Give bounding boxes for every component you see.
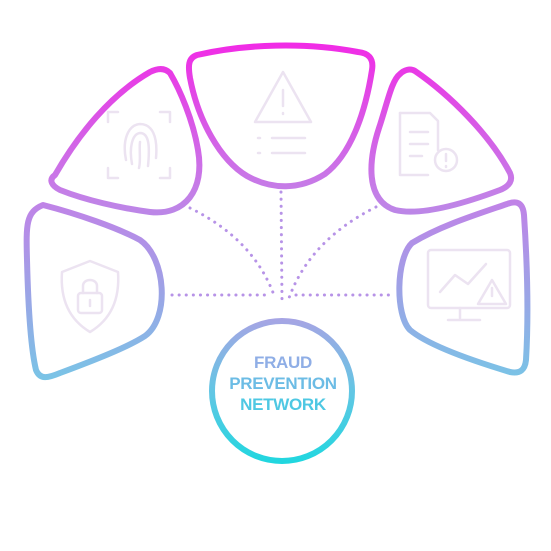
- monitor-chart-alert-icon: [426, 248, 512, 322]
- segment-security[interactable]: [23, 202, 165, 381]
- segment-alert[interactable]: [185, 42, 376, 190]
- hub-label-line-1: FRAUD: [254, 353, 312, 372]
- warning-checklist-icon: [253, 70, 313, 155]
- hub-label-line-3: NETWORK: [240, 395, 326, 414]
- hub-label-line-2: PREVENTION: [229, 374, 337, 393]
- lock-shield-icon: [60, 259, 120, 334]
- hub-circle[interactable]: [209, 318, 355, 464]
- connector-lines: [170, 190, 394, 302]
- connector-top-left: [188, 206, 277, 300]
- fingerprint-scan-icon: [106, 110, 172, 180]
- connector-top-right: [287, 205, 378, 300]
- segment-monitoring[interactable]: [396, 199, 531, 376]
- segment-report[interactable]: [368, 66, 515, 215]
- hub-label: FRAUD PREVENTION NETWORK: [211, 352, 355, 415]
- connector-top: [279, 190, 284, 302]
- document-alert-icon: [398, 111, 459, 177]
